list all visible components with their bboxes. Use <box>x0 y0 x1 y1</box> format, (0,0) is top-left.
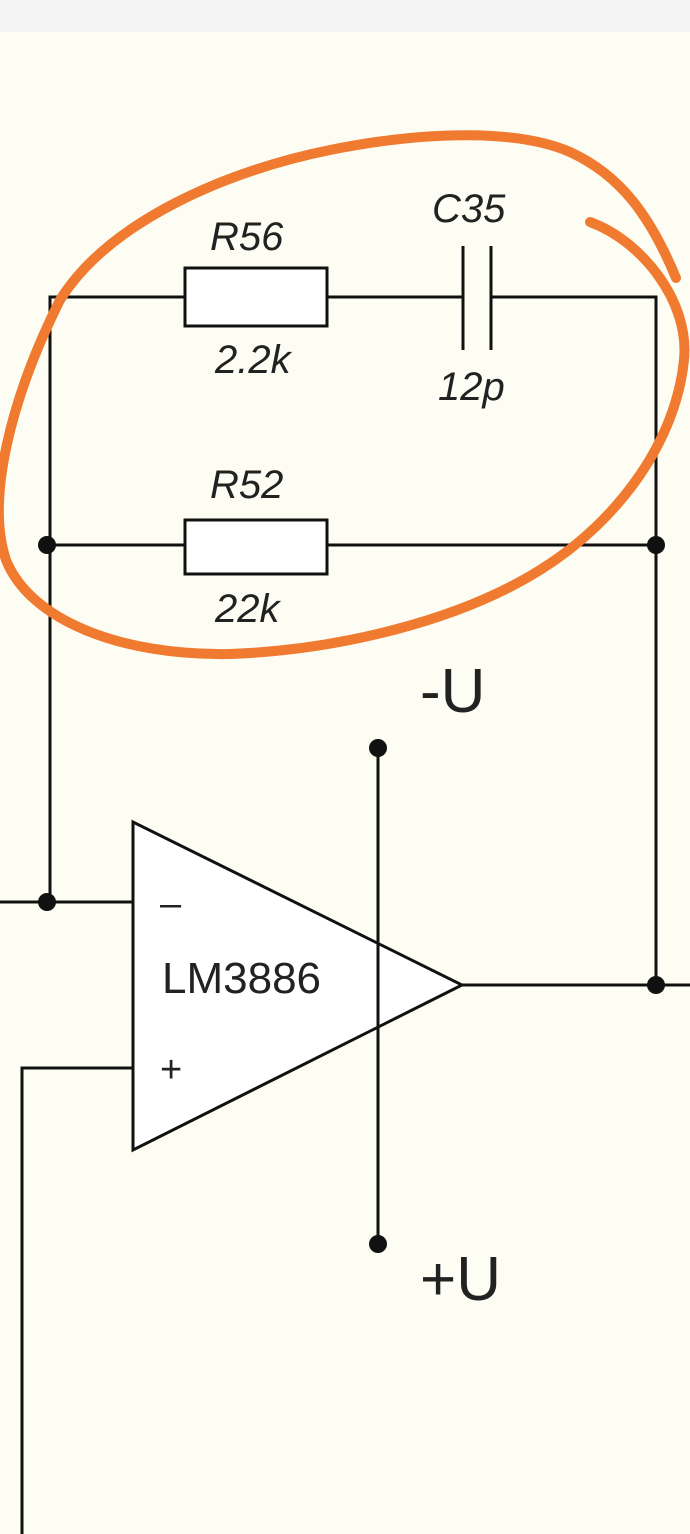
wires <box>0 295 690 1534</box>
wire-left-vertical <box>48 295 185 902</box>
opamp-lm3886 <box>131 819 466 1153</box>
top-bar <box>0 0 690 32</box>
junction-r52-right <box>647 536 665 554</box>
annotation-circle <box>0 130 690 660</box>
label-negative-supply: -U <box>420 657 485 726</box>
label-r56-value: 2.2k <box>214 338 293 382</box>
label-c35-value: 12p <box>438 365 505 409</box>
label-c35-ref: C35 <box>432 187 506 231</box>
label-r56-ref: R56 <box>210 215 284 259</box>
junction-r52-left <box>38 536 56 554</box>
label-r52-value: 22k <box>214 587 281 631</box>
label-positive-supply: +U <box>420 1245 501 1314</box>
terminal-positive-supply <box>369 1235 387 1253</box>
resistor-r56 <box>183 266 329 328</box>
label-opamp-part: LM3886 <box>162 954 321 1003</box>
wire-right-vertical <box>491 295 658 985</box>
terminal-negative-supply <box>369 739 387 757</box>
label-inverting-sign: – <box>160 883 182 925</box>
junction-dots <box>38 536 665 1253</box>
junction-inverting <box>38 893 56 911</box>
resistor-r52 <box>183 518 329 576</box>
capacitor-c35 <box>461 246 493 350</box>
label-r52-ref: R52 <box>210 463 283 507</box>
wire-noninverting-input <box>20 1066 133 1534</box>
junction-output <box>647 976 665 994</box>
label-noninverting-sign: + <box>160 1049 182 1091</box>
schematic-canvas <box>0 32 690 1534</box>
